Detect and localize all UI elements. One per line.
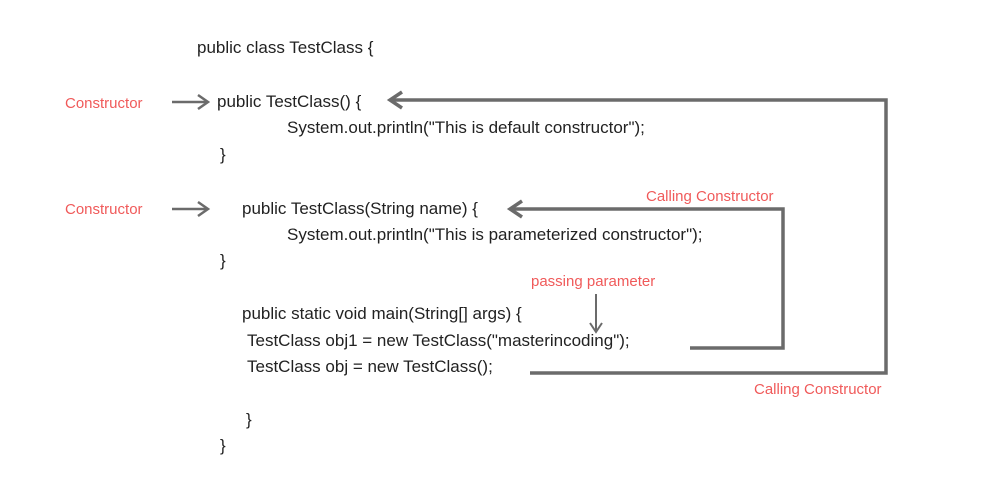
default-constructor-body: System.out.println("This is default cons… [287, 118, 645, 137]
obj-instantiation-line: TestClass obj = new TestClass(); [247, 357, 493, 376]
constructor-label-2: Constructor [65, 201, 143, 218]
main-method-close: } [246, 410, 252, 429]
calling-default-connector [386, 90, 888, 375]
default-constructor-close: } [220, 145, 226, 164]
calling-constructor-label-bottom: Calling Constructor [754, 381, 882, 398]
default-constructor-signature: public TestClass() { [217, 92, 362, 111]
passing-parameter-label: passing parameter [531, 273, 656, 290]
class-close: } [220, 436, 226, 455]
calling-constructor-label-top: Calling Constructor [646, 188, 774, 205]
constructor-pointer-arrow-1 [172, 93, 211, 111]
class-declaration: public class TestClass { [197, 38, 374, 57]
parameterized-constructor-body: System.out.println("This is parameterize… [287, 225, 703, 244]
passing-parameter-arrow [589, 294, 603, 334]
parameterized-constructor-close: } [220, 251, 226, 270]
constructor-label-1: Constructor [65, 95, 143, 112]
obj1-instantiation-line: TestClass obj1 = new TestClass("masterin… [247, 331, 630, 350]
main-method-signature: public static void main(String[] args) { [242, 304, 522, 323]
constructor-pointer-arrow-2 [172, 200, 211, 218]
parameterized-constructor-signature: public TestClass(String name) { [242, 199, 478, 218]
calling-parameterized-connector [506, 199, 785, 350]
